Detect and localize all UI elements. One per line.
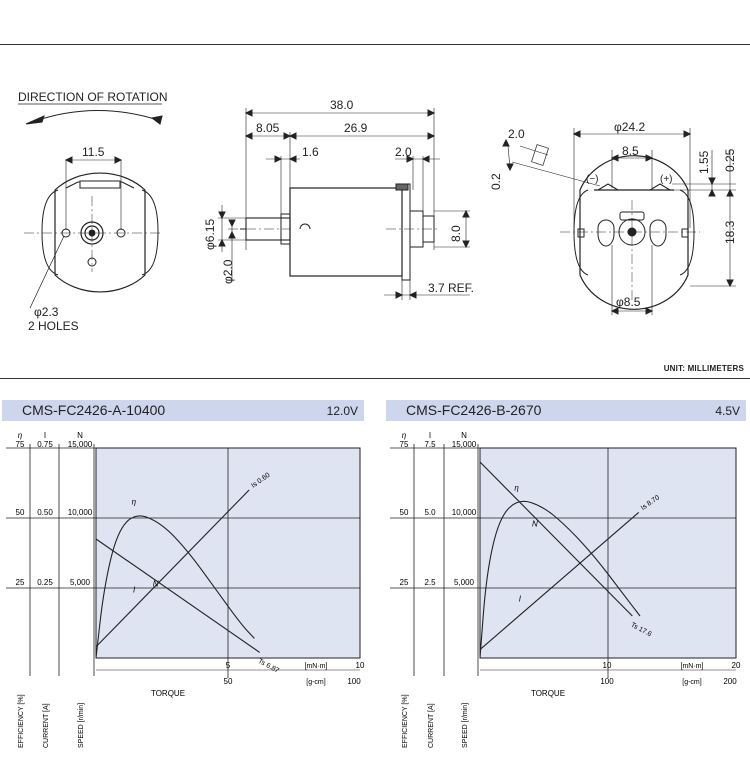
axis-label-a-2: SPEED [r/min]	[78, 703, 85, 748]
x-units-secondary-a: [g-cm]	[306, 679, 326, 686]
axis-tick-a-0-0: 50	[16, 508, 25, 517]
direction-label: DIRECTION OF ROTATION	[18, 90, 168, 104]
series-label-n-b: N	[532, 520, 538, 529]
axis-label-a-1: CURRENT [A]	[43, 703, 50, 748]
series-i-a	[95, 489, 250, 648]
axis-top-a-2: 15,000	[68, 440, 93, 449]
dim-shaft-small-dia: φ2.0	[221, 259, 235, 284]
dim-1-6: 1.6	[302, 145, 319, 159]
axis-tick-b-2-0: 10,000	[452, 508, 477, 517]
chart-header-a: CMS-FC2426-A-10400 12.0V	[2, 400, 364, 421]
series-eta-b	[479, 500, 641, 659]
unit-label: UNIT: MILLIMETERS	[663, 364, 744, 373]
axis-label-b-2: SPEED [r/min]	[462, 703, 469, 748]
axis-tick-b-1-0: 5.0	[424, 508, 436, 517]
axis-symbol-b-2: N	[461, 431, 467, 440]
dim-18-3: 18.3	[723, 220, 737, 244]
dim-2-0-top: 2.0	[395, 145, 412, 159]
dim-overall-length: 38.0	[330, 98, 354, 112]
middle-rule	[0, 378, 750, 379]
axis-tick-a-1-1: 0.25	[37, 578, 53, 587]
terminal-plus-label: (+)	[660, 174, 673, 185]
axis-top-b-1: 7.5	[424, 440, 436, 449]
chart-voltage-a: 12.0V	[326, 404, 358, 418]
end-view-left	[18, 103, 163, 309]
series-label-n-a: N	[153, 580, 159, 589]
dim-terminal-2-0: 2.0	[508, 127, 525, 141]
dim-0-25: 0.25	[723, 148, 737, 172]
holes-count-label: 2 HOLES	[28, 319, 79, 333]
dim-hole-spacing: 11.5	[82, 145, 105, 159]
x-axis-label-a: TORQUE	[151, 689, 185, 698]
x-units-secondary-b: [g-cm]	[682, 679, 702, 686]
axis-tick-b-0-1: 25	[400, 578, 409, 587]
x-units-primary-b: [mN·m]	[681, 663, 704, 670]
axis-symbol-a-1: I	[44, 431, 46, 440]
axis-label-b-1: CURRENT [A]	[428, 703, 435, 748]
x-tick-primary-a-1: 10	[356, 661, 365, 670]
series-label-i-a: I	[133, 586, 136, 595]
dim-8-05: 8.05	[256, 121, 280, 135]
dim-8-0: 8.0	[449, 225, 463, 242]
axis-symbol-a-0: η	[18, 431, 23, 440]
dim-shaft-dia: φ6.15	[203, 219, 217, 250]
series-i-b	[479, 511, 640, 651]
chart-voltage-b: 4.5V	[715, 404, 740, 418]
series-n-b	[479, 461, 633, 617]
axis-tick-a-1-0: 0.50	[37, 508, 53, 517]
axis-top-a-0: 75	[16, 440, 25, 449]
x-tick-primary-b-0: 10	[603, 661, 612, 670]
series-label-eta-b: η	[514, 483, 519, 492]
mechanical-drawing: DIRECTION OF ROTATION 11.5 φ2.3 2 HOLES …	[18, 90, 737, 333]
x-tick-primary-a-0: 5	[226, 661, 231, 670]
dim-8-5-top: 8.5	[622, 144, 639, 158]
top-rule	[0, 44, 750, 45]
end-view-right	[502, 128, 736, 315]
series-label-i-b: I	[519, 595, 522, 604]
annotation-ts-a: Ts 6.87	[257, 658, 280, 675]
chart-title-b: CMS-FC2426-B-2670	[406, 402, 542, 418]
axis-symbol-b-0: η	[402, 431, 407, 440]
holes-dia-label: φ2.3	[34, 305, 59, 319]
x-tick-secondary-b-0: 100	[600, 677, 614, 686]
axis-tick-b-0-0: 50	[400, 508, 409, 517]
x-tick-primary-b-1: 20	[732, 661, 741, 670]
axis-top-b-0: 75	[400, 440, 409, 449]
axis-top-b-2: 15,000	[452, 440, 477, 449]
x-tick-secondary-b-1: 200	[723, 677, 737, 686]
dim-8-5-bottom: φ8.5	[616, 295, 641, 309]
axis-tick-a-2-1: 5,000	[70, 578, 91, 587]
dim-1-55: 1.55	[697, 150, 711, 174]
terminal-minus-label: (−)	[586, 174, 599, 185]
x-units-primary-a: [mN·m]	[305, 663, 328, 670]
axis-top-a-1: 0.75	[37, 440, 53, 449]
series-n-a	[95, 538, 260, 653]
dim-0-2: 0.2	[489, 173, 503, 190]
dim-body-dia: φ24.2	[614, 120, 645, 134]
x-tick-secondary-a-0: 50	[224, 677, 233, 686]
axis-tick-b-1-1: 2.5	[424, 578, 436, 587]
chart-header-b: CMS-FC2426-B-2670 4.5V	[386, 400, 746, 421]
axis-tick-a-2-0: 10,000	[68, 508, 93, 517]
axis-tick-a-0-1: 25	[16, 578, 25, 587]
x-axis-label-b: TORQUE	[531, 689, 565, 698]
axis-symbol-a-2: N	[77, 431, 83, 440]
axis-tick-b-2-1: 5,000	[454, 578, 475, 587]
axis-label-b-0: EFFICIENCY [%]	[402, 694, 409, 748]
series-eta-a	[95, 515, 255, 659]
axis-label-a-0: EFFICIENCY [%]	[18, 694, 25, 748]
axis-symbol-b-1: I	[429, 431, 431, 440]
side-view	[218, 108, 470, 300]
dim-3-7-ref: 3.7 REF.	[428, 281, 474, 295]
x-tick-secondary-a-1: 100	[347, 677, 361, 686]
chart-title-a: CMS-FC2426-A-10400	[22, 402, 166, 418]
dim-26-9: 26.9	[344, 121, 368, 135]
series-label-eta-a: η	[132, 497, 137, 506]
